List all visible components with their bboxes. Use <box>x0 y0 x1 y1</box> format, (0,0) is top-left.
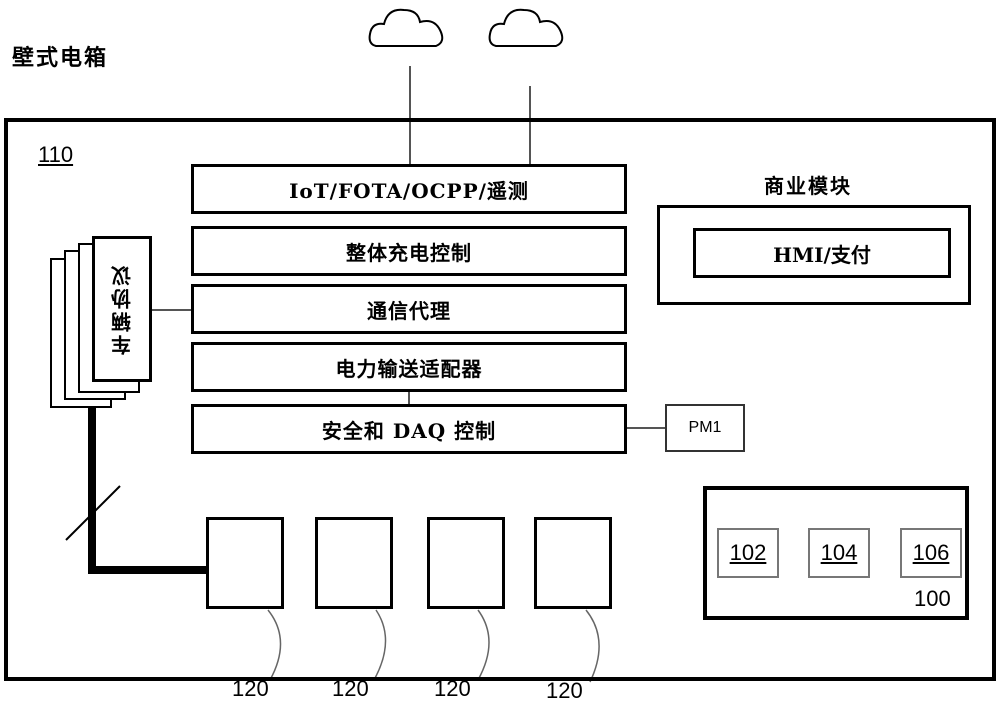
iot-layer-label: IoT/FOTA/OCPP/遥测 <box>289 178 529 203</box>
outer-ref-label: 110 <box>38 142 74 167</box>
leader-line <box>477 609 490 681</box>
iot-layer: IoT/FOTA/OCPP/遥测 <box>191 164 627 214</box>
hmi-payment-box: HMI/支付 <box>693 228 951 278</box>
pm1-label: PM1 <box>688 419 722 436</box>
diagram-title: 壁式电箱 <box>12 45 109 71</box>
connector-2 <box>315 517 393 609</box>
business-module-box <box>657 205 971 305</box>
controller-item-104: 104 <box>808 528 870 578</box>
controller-item-102: 102 <box>717 528 779 578</box>
wall-box-outline <box>4 118 996 681</box>
comm-proxy-label: 通信代理 <box>367 298 451 323</box>
connector-1 <box>206 517 284 609</box>
safety-daq-layer: 安全和 DAQ 控制 <box>191 404 627 454</box>
protocol-card-front <box>92 236 152 382</box>
cable-slash <box>65 485 121 541</box>
connector-ref-label: 120 <box>332 676 369 701</box>
controller-box <box>703 486 969 620</box>
connector-3 <box>427 517 505 609</box>
power-adapter-label: 电力输送适配器 <box>335 356 483 381</box>
controller-item-106: 106 <box>900 528 962 578</box>
charging-control-label: 整体充电控制 <box>346 240 472 265</box>
cloud-icon <box>488 8 564 47</box>
connector-ref-label: 120 <box>434 676 471 701</box>
leader-line <box>585 609 600 683</box>
vehicle-protocol-label: 车辆协议 <box>110 263 135 355</box>
connector-ref-label: 120 <box>232 676 269 701</box>
controller-ref-label: 100 <box>914 586 951 611</box>
hmi-payment-label: HMI/支付 <box>773 242 871 267</box>
connector-4 <box>534 517 612 609</box>
controller-item-label: 106 <box>912 540 950 565</box>
controller-item-label: 104 <box>820 540 858 565</box>
cloud-icon <box>368 8 444 47</box>
power-adapter-layer: 电力输送适配器 <box>191 342 627 392</box>
comm-proxy-layer: 通信代理 <box>191 284 627 334</box>
charging-control-layer: 整体充电控制 <box>191 226 627 276</box>
connector-ref-label: 120 <box>546 678 583 703</box>
leader-line <box>373 609 387 681</box>
vehicle-cable <box>88 402 206 574</box>
safety-daq-label: 安全和 DAQ 控制 <box>321 418 497 443</box>
pm1-box: PM1 <box>665 404 745 452</box>
controller-item-label: 102 <box>729 540 767 565</box>
business-module-label: 商业模块 <box>764 174 852 198</box>
leader-line <box>267 609 282 681</box>
